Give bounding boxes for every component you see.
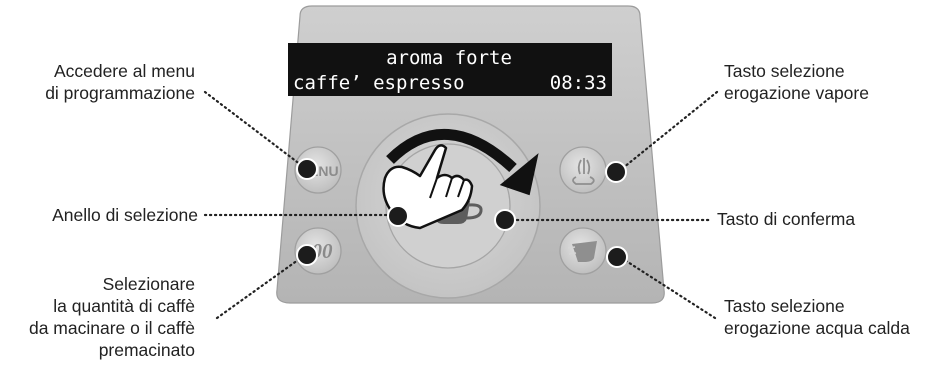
callout-hot-water-line-1: Tasto selezione	[724, 295, 910, 317]
callout-menu-line-1: Accedere al menu	[45, 60, 195, 82]
callout-steam: Tasto selezione erogazione vapore	[724, 60, 869, 104]
callout-confirm: Tasto di conferma	[717, 208, 855, 230]
callout-ring: Anello di selezione	[52, 204, 198, 226]
dot-hot-water	[607, 247, 627, 267]
callout-steam-line-2: erogazione vapore	[724, 82, 869, 104]
dot-quantity	[297, 245, 317, 265]
callout-hot-water-line-2: erogazione acqua calda	[724, 317, 910, 339]
callout-quantity-line-2: la quantità di caffè	[29, 295, 195, 317]
dot-steam	[606, 162, 626, 182]
dot-menu	[297, 159, 317, 179]
callout-ring-line-1: Anello di selezione	[52, 204, 198, 226]
callout-quantity-line-4: premacinato	[29, 339, 195, 361]
lcd-line-2: caffe’ espresso	[293, 72, 465, 94]
steam-button[interactable]	[560, 147, 606, 193]
callout-menu: Accedere al menu di programmazione	[45, 60, 195, 104]
callout-quantity: Selezionare la quantità di caffè da maci…	[29, 273, 195, 361]
callout-quantity-line-1: Selezionare	[29, 273, 195, 295]
callout-hot-water: Tasto selezione erogazione acqua calda	[724, 295, 910, 339]
hot-water-button[interactable]	[560, 228, 606, 274]
dot-ring	[388, 206, 408, 226]
callout-steam-line-1: Tasto selezione	[724, 60, 869, 82]
lcd-line-1: aroma forte	[386, 47, 512, 69]
callout-quantity-line-3: da macinare o il caffè	[29, 317, 195, 339]
callout-menu-line-2: di programmazione	[45, 82, 195, 104]
callout-confirm-line-1: Tasto di conferma	[717, 208, 855, 230]
lcd-time: 08:33	[550, 72, 607, 94]
dot-confirm	[495, 210, 515, 230]
